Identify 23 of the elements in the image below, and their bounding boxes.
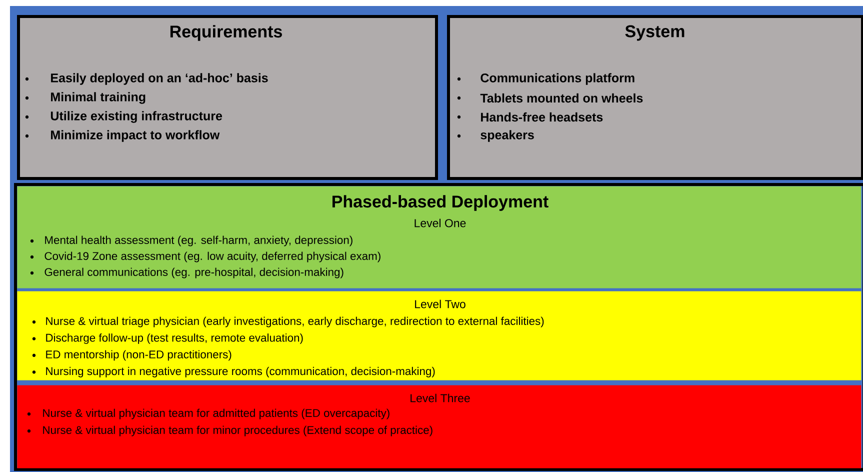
heading: Requirements	[170, 25, 282, 41]
bullet-item: Communications platform	[480, 73, 634, 85]
bullet-item: Mental health assessment (eg. self-harm, anxiety, depression)	[45, 236, 352, 246]
heading: Level Two	[415, 300, 466, 308]
bullet-item: Hands-free headsets	[481, 112, 603, 122]
bullet-item: Easily deployed on an ‘ad-hoc’ basis	[51, 73, 268, 85]
bullet-item: Nursing support in negative pressure rooms (communication, decision-making)	[46, 366, 435, 378]
bullet-item: Discharge follow-up (test results, remote evaluation)	[46, 334, 303, 344]
heading: Level Three	[410, 394, 470, 402]
heading: Level One	[414, 218, 466, 228]
bullet-item: Nurse & virtual triage physician (early investigations, early discharge, redirection to external facilities)	[46, 316, 544, 328]
bullet-item: Utilize existing infrastructure	[50, 111, 222, 123]
bullet-item: General communications (eg. pre-hospital, decision-making)	[44, 268, 344, 278]
bullet-item: ED mentorship (non-ED practitioners)	[46, 350, 232, 361]
bullet-item: Tablets mounted on wheels	[480, 93, 643, 103]
bullet-item: Minimize impact to workflow	[51, 130, 220, 142]
bullet-item: Nurse & virtual physician team for admitted patients (ED overcapacity)	[43, 408, 390, 420]
bullet-item: Minimal training	[51, 92, 146, 104]
bullet-item: Covid-19 Zone assessment (eg. low acuity, deferred physical exam)	[44, 252, 380, 262]
heading: Phased-based Deployment	[332, 195, 548, 211]
bullet-item: Nurse & virtual physician team for minor procedures (Extend scope of practice)	[43, 426, 432, 436]
heading: System	[625, 25, 684, 41]
bullet-item: speakers	[480, 130, 534, 142]
